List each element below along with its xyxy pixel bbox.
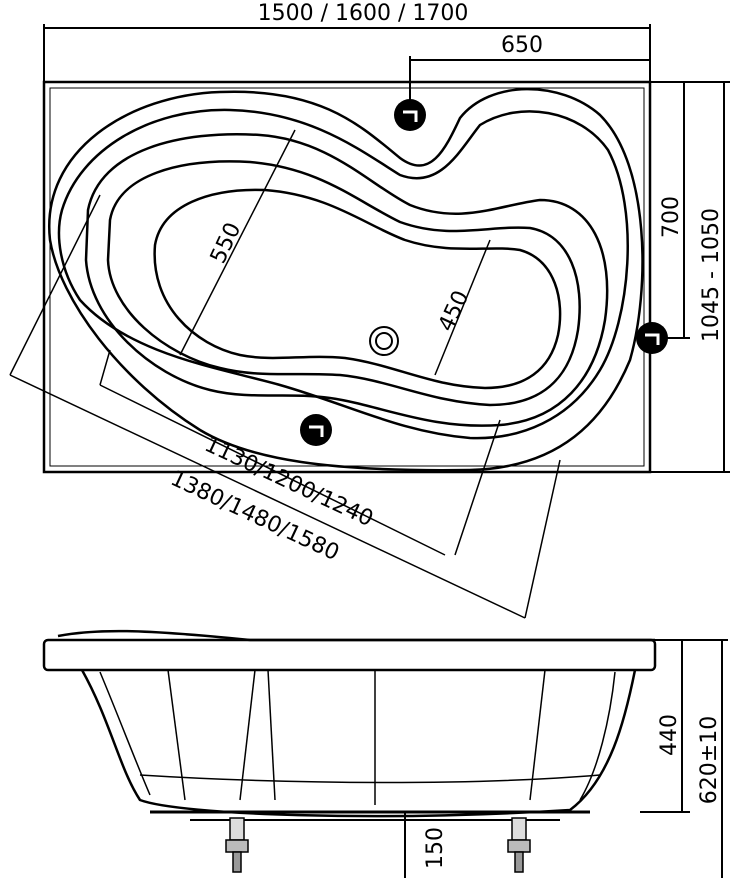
tub-rim-inner — [57, 108, 629, 440]
overall-depth-label: 1045 - 1050 — [699, 208, 724, 342]
tub-rim-outer — [48, 87, 644, 472]
basin-middle — [106, 160, 581, 407]
width-dimension: 1500 / 1600 / 1700 — [43, 1, 651, 85]
height-dimensions: 440 620±10 — [640, 639, 728, 878]
faucet-icon — [300, 414, 332, 446]
leg-height-label: 150 — [423, 827, 448, 869]
depth-dimensions: 700 1045 - 1050 — [650, 81, 730, 473]
side-view: 150 440 620±10 — [42, 629, 728, 878]
tub-body-side — [80, 669, 637, 818]
leg-left — [225, 817, 249, 873]
overall-width-label: 1500 / 1600 / 1700 — [258, 1, 469, 26]
top-view: 1500 / 1600 / 1700 650 700 1045 - 1050 — [9, 1, 730, 619]
basin-inner — [153, 188, 562, 390]
inner-width-label: 550 — [206, 219, 246, 268]
tub-outline-rect — [42, 80, 652, 474]
tub-rim-side — [42, 638, 657, 672]
basin-depth-label: 440 — [657, 714, 682, 756]
faucet-icon — [636, 322, 668, 354]
drain-offset-label: 650 — [501, 33, 543, 58]
drain-offset-dimension: 650 — [409, 33, 650, 105]
length-dimensions: 1130/1200/1240 1380/1480/1580 — [9, 194, 561, 619]
inner-length-label: 1130/1200/1240 — [201, 432, 377, 532]
total-height-label: 620±10 — [697, 716, 722, 804]
right-depth-label: 700 — [659, 196, 684, 238]
drain-icon — [369, 326, 399, 356]
faucet-icon — [394, 99, 426, 131]
basin-outer — [84, 133, 609, 427]
leg-right — [507, 817, 531, 873]
